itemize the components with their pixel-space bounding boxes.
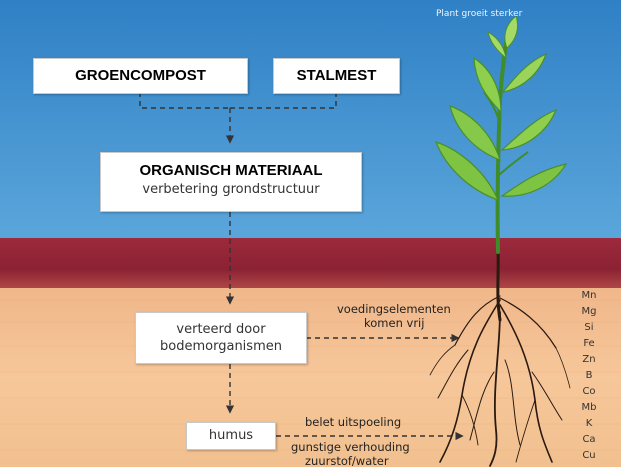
element-label: Mb bbox=[574, 402, 604, 413]
verteerd-box: verteerd door bodemorganismen bbox=[135, 312, 307, 364]
verteerd-line2: bodemorganismen bbox=[136, 338, 306, 355]
element-label: Zn bbox=[574, 354, 604, 365]
element-label: Mn bbox=[574, 290, 604, 301]
groencompost-label: GROENCOMPOST bbox=[75, 67, 206, 84]
organisch-materiaal-title: ORGANISCH MATERIAAL bbox=[101, 162, 361, 179]
humus-box: humus bbox=[186, 422, 276, 450]
element-label: Ca bbox=[574, 434, 604, 445]
element-label: Si bbox=[574, 322, 604, 333]
topsoil-band bbox=[0, 238, 621, 290]
element-label: K bbox=[574, 418, 604, 429]
humus-label: humus bbox=[209, 428, 253, 443]
gunstig-label-1: gunstige verhouding bbox=[291, 440, 410, 454]
belet-label: belet uitspoeling bbox=[305, 415, 401, 429]
organisch-materiaal-subtitle: verbetering grondstructuur bbox=[101, 182, 361, 197]
voeding-label-1: voedingselementen bbox=[337, 302, 451, 316]
plant-caption: Plant groeit sterker bbox=[436, 9, 522, 19]
stalmest-label: STALMEST bbox=[297, 67, 377, 84]
element-label: Co bbox=[574, 386, 604, 397]
element-label: Cu bbox=[574, 450, 604, 461]
voeding-label-2: komen vrij bbox=[364, 316, 424, 330]
element-label: B bbox=[574, 370, 604, 381]
groencompost-box: GROENCOMPOST bbox=[33, 58, 248, 94]
stalmest-box: STALMEST bbox=[273, 58, 400, 94]
gunstig-label-2: zuurstof/water bbox=[305, 454, 389, 467]
element-label: Fe bbox=[574, 338, 604, 349]
organisch-materiaal-box: ORGANISCH MATERIAAL verbetering grondstr… bbox=[100, 152, 362, 212]
verteerd-line1: verteerd door bbox=[136, 321, 306, 338]
element-label: Mg bbox=[574, 306, 604, 317]
